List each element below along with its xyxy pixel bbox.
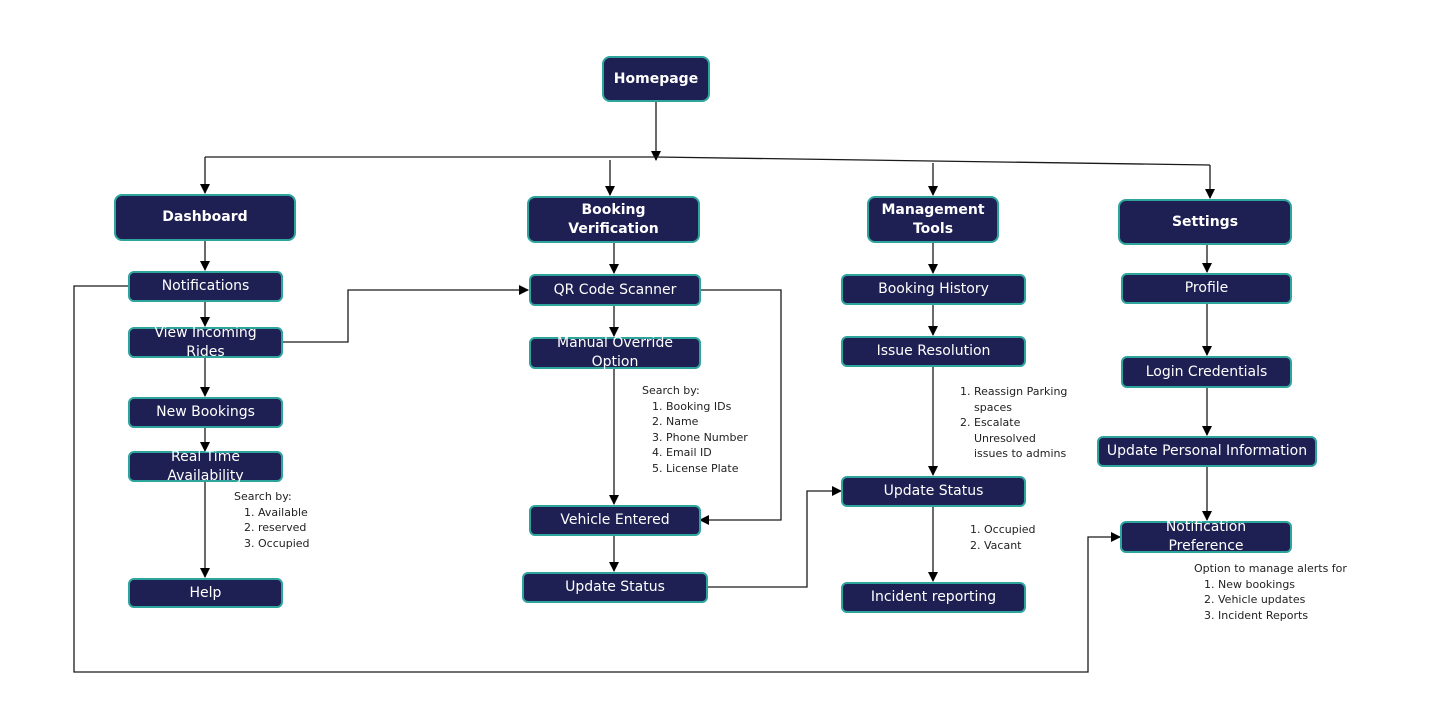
note-item: Incident Reports xyxy=(1218,608,1347,624)
node-notification-preference: Notification Preference xyxy=(1120,519,1292,554)
note-item: Vehicle updates xyxy=(1218,592,1347,608)
note-item: Vacant xyxy=(984,538,1036,554)
note-item: Booking IDs xyxy=(666,399,748,415)
node-notifications: Notifications xyxy=(128,271,283,302)
node-manual-override-option: Manual Override Option xyxy=(529,335,701,370)
note-item: Name xyxy=(666,414,748,430)
node-incident-reporting: Incident reporting xyxy=(841,582,1026,613)
note-issue-actions: Reassign Parking spaces Escalate Unresol… xyxy=(961,384,1071,462)
note-item: Escalate Unresolved issues to admins xyxy=(974,415,1071,462)
connector-rides-qr xyxy=(282,285,529,343)
note-availability-search: Search by: Available reserved Occupied xyxy=(234,489,310,551)
node-dashboard: Dashboard xyxy=(114,194,296,241)
node-vehicle-entered: Vehicle Entered xyxy=(529,505,701,536)
note-item: Available xyxy=(258,505,310,521)
note-item: License Plate xyxy=(666,461,748,477)
note-heading: Search by: xyxy=(642,384,700,397)
node-new-bookings: New Bookings xyxy=(128,397,283,428)
note-item: Occupied xyxy=(984,522,1036,538)
note-item: Email ID xyxy=(666,445,748,461)
node-view-incoming-rides: View Incoming Rides xyxy=(128,325,283,360)
note-heading: Search by: xyxy=(234,490,292,503)
node-update-personal-information: Update Personal Information xyxy=(1097,436,1317,467)
note-item: Phone Number xyxy=(666,430,748,446)
node-profile: Profile xyxy=(1121,273,1292,304)
node-update-status-management: Update Status xyxy=(841,476,1026,507)
node-issue-resolution: Issue Resolution xyxy=(841,336,1026,367)
connector-status-management-status xyxy=(707,486,842,588)
node-qr-code-scanner: QR Code Scanner xyxy=(529,274,701,306)
connector-qr-vehicle xyxy=(699,289,782,525)
node-update-status-booking: Update Status xyxy=(522,572,708,603)
node-settings: Settings xyxy=(1118,199,1292,245)
note-item: Reassign Parking spaces xyxy=(974,384,1071,415)
connector-bus xyxy=(205,156,1211,166)
node-real-time-availability: Real Time Availability xyxy=(128,449,283,484)
note-item: reserved xyxy=(258,520,310,536)
note-alert-options: Option to manage alerts for New bookings… xyxy=(1194,561,1347,623)
node-homepage: Homepage xyxy=(602,56,710,102)
node-booking-history: Booking History xyxy=(841,274,1026,305)
node-booking-verification: Booking Verification xyxy=(527,196,700,243)
node-management-tools: Management Tools xyxy=(867,196,999,243)
note-status-options: Occupied Vacant xyxy=(958,522,1036,553)
note-heading: Option to manage alerts for xyxy=(1194,562,1347,575)
connector-notifications-preference xyxy=(73,285,1121,673)
node-login-credentials: Login Credentials xyxy=(1121,356,1292,388)
note-item: Occupied xyxy=(258,536,310,552)
node-help: Help xyxy=(128,578,283,608)
note-item: New bookings xyxy=(1218,577,1347,593)
note-manual-search: Search by: Booking IDs Name Phone Number… xyxy=(642,383,748,476)
